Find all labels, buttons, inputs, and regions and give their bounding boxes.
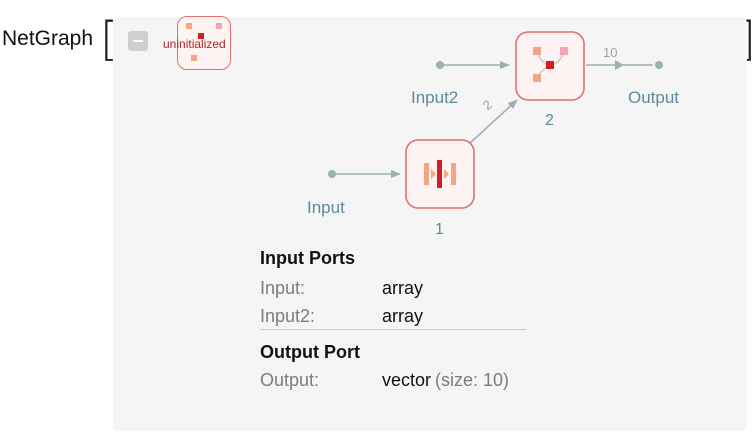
output-port-label: Output xyxy=(628,88,679,107)
output-port-size: (size: 10) xyxy=(435,370,510,390)
ports-divider xyxy=(260,329,526,330)
net-graph-icon-part xyxy=(198,33,204,39)
input-port-name: Input: xyxy=(260,278,306,298)
output-port-dot[interactable] xyxy=(655,61,663,69)
net-graph-icon-part xyxy=(216,23,222,29)
input-port-dot[interactable] xyxy=(328,170,336,178)
layer-node-2[interactable] xyxy=(515,31,585,101)
status-label: uninitialized xyxy=(163,37,226,51)
net-graph-icon[interactable] xyxy=(177,16,231,70)
input-ports-header: Input Ports xyxy=(260,248,355,268)
merge-layer-icon xyxy=(533,47,568,82)
edge-size-label: 2 xyxy=(480,97,495,113)
output-port-type: vector xyxy=(382,370,432,390)
input2-port-name: Input2: xyxy=(260,306,316,326)
output-port-header: Output Port xyxy=(260,342,360,362)
input-port-type: array xyxy=(382,278,424,298)
output-port-name: Output: xyxy=(260,370,320,390)
net-graph-icon-part xyxy=(191,55,197,61)
input2-port-label: Input2 xyxy=(411,88,458,107)
net-panel xyxy=(113,17,747,431)
netgraph-head: NetGraph xyxy=(2,27,94,50)
edge-node1-to-node2 xyxy=(468,99,518,145)
edge-size-label: 10 xyxy=(603,45,617,60)
output-port-type-cell: vector(size: 10) xyxy=(382,370,509,391)
node-2-number: 2 xyxy=(545,112,554,129)
catenate-layer-icon xyxy=(424,160,456,188)
input2-port-dot[interactable] xyxy=(436,61,444,69)
collapse-toggle-button[interactable] xyxy=(128,31,148,51)
input2-port-type: array xyxy=(382,306,424,326)
layer-node-1[interactable] xyxy=(405,139,475,209)
node-1-number: 1 xyxy=(435,221,444,238)
edge-arrowhead xyxy=(615,60,624,70)
net-graph-icon-part xyxy=(186,23,192,29)
input-port-label: Input xyxy=(307,198,345,217)
